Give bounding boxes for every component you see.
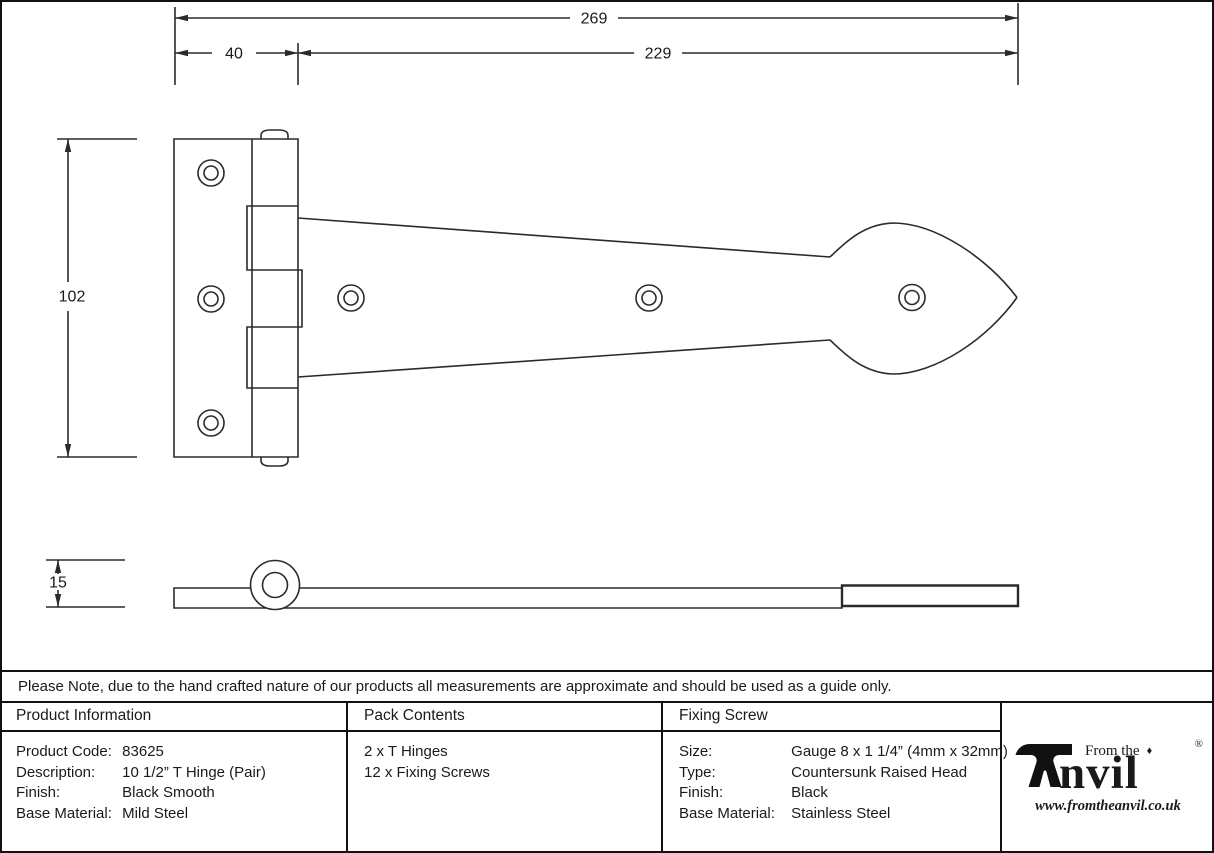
hinge-top-view	[174, 130, 302, 466]
arrow-down-icon	[64, 444, 72, 457]
arrow-up-icon	[64, 139, 72, 152]
spear-head-bottom	[830, 298, 1017, 375]
arrow-right-icon	[1005, 49, 1018, 57]
diamond-icon: ♦	[1146, 745, 1153, 757]
product-code-value: 83625	[122, 743, 164, 760]
finish-row: Finish: Black Smooth	[16, 783, 346, 804]
measurement-note: Please Note, due to the hand crafted nat…	[0, 670, 1214, 703]
brand-logo-cell: nvil From the♦ ® www.fromtheanvil.co.uk	[1002, 703, 1214, 853]
arrow-left-icon	[175, 49, 188, 57]
screw-type-label: Type:	[679, 763, 716, 781]
description-label: Description:	[16, 763, 96, 781]
base-material-row: Base Material: Mild Steel	[16, 804, 346, 825]
dim-label-overall-length: 269	[581, 11, 608, 28]
finish-value: Black Smooth	[122, 784, 215, 801]
pin-cap-bottom	[261, 457, 288, 466]
fixing-screw-header: Fixing Screw	[663, 703, 1000, 732]
screw-base-material-value: Stainless Steel	[791, 804, 891, 822]
product-code-label: Product Code:	[16, 743, 112, 760]
note-text: Please Note, due to the hand crafted nat…	[18, 678, 892, 695]
logo-url: www.fromtheanvil.co.uk	[1035, 798, 1181, 814]
screw-finish-row: Finish: Black	[679, 783, 1000, 804]
description-value: 10 1/2” T Hinge (Pair)	[122, 763, 266, 781]
dim-label-plate-height: 102	[59, 289, 86, 306]
pack-contents-column: Pack Contents 2 x T Hinges 12 x Fixing S…	[348, 703, 663, 853]
arrow-right-icon	[285, 49, 298, 57]
screw-type-value: Countersunk Raised Head	[791, 763, 968, 781]
hinge-side-view	[174, 561, 1018, 610]
description-row: Description: 10 1/2” T Hinge (Pair)	[16, 763, 346, 784]
product-information-header: Product Information	[0, 703, 346, 732]
screw-size-label: Size:	[679, 743, 713, 760]
from-the-anvil-logo: nvil From the♦ ® www.fromtheanvil.co.uk	[1013, 738, 1203, 818]
knuckle-segment-2-lip	[247, 206, 252, 270]
dimension-plate-width	[175, 43, 298, 85]
t-hinge-technical-drawing: 269 40 229 102 15	[0, 0, 1214, 670]
finish-label: Finish:	[16, 784, 61, 801]
arrow-left-icon	[298, 49, 311, 57]
plate-and-knuckle-outline	[174, 139, 298, 457]
arrow-left-icon	[175, 14, 188, 22]
spec-table: Product Information Product Code: 83625 …	[0, 703, 1214, 853]
registered-mark: ®	[1194, 738, 1203, 750]
strap-taper-bottom	[298, 340, 830, 377]
hinge-strap-top-view	[298, 218, 1017, 377]
dimension-thickness	[46, 560, 125, 607]
base-material-value: Mild Steel	[122, 804, 189, 822]
dim-label-thickness: 15	[49, 575, 67, 592]
base-material-label: Base Material:	[16, 804, 112, 822]
spear-head-top	[830, 223, 1017, 298]
dim-label-plate-width: 40	[225, 46, 243, 63]
knuckle-segment-4-lip	[247, 327, 252, 388]
screw-holes	[198, 160, 925, 436]
strap-taper-top	[298, 218, 830, 257]
product-code-row: Product Code: 83625	[16, 742, 346, 763]
fixing-screw-column: Fixing Screw Size: Gauge 8 x 1 1/4” (4mm…	[663, 703, 1008, 853]
dim-label-strap-length: 229	[645, 46, 672, 63]
product-information-column: Product Information Product Code: 83625 …	[0, 703, 348, 853]
screw-base-material-label: Base Material:	[679, 804, 775, 822]
arrow-up-icon	[54, 560, 62, 573]
pack-item: 2 x T Hinges	[364, 743, 448, 760]
pack-contents-header: Pack Contents	[348, 703, 661, 732]
dimension-strap-length	[298, 49, 1018, 57]
pin-cap-top	[261, 130, 288, 139]
knuckle-barrel-pin	[263, 573, 288, 598]
arrow-down-icon	[54, 594, 62, 607]
pack-item: 12 x Fixing Screws	[364, 763, 490, 781]
screw-size-value: Gauge 8 x 1 1/4” (4mm x 32mm)	[791, 743, 1008, 760]
dimension-overall-length	[175, 3, 1018, 85]
strap-end-side-profile	[842, 586, 1018, 607]
arrow-right-icon	[1005, 14, 1018, 22]
logo-prefix: From the♦	[1085, 743, 1153, 759]
anvil-icon	[1015, 744, 1072, 787]
screw-size-row: Size: Gauge 8 x 1 1/4” (4mm x 32mm)	[679, 742, 1008, 763]
dimension-plate-height	[57, 139, 137, 457]
screw-type-row: Type: Countersunk Raised Head	[679, 763, 1000, 784]
screw-finish-label: Finish:	[679, 784, 724, 801]
screw-base-material-row: Base Material: Stainless Steel	[679, 804, 1000, 825]
logo-brand-text: nvil	[1059, 747, 1139, 799]
knuckle-segment-3-lip	[298, 270, 302, 327]
screw-finish-value: Black	[791, 784, 828, 801]
